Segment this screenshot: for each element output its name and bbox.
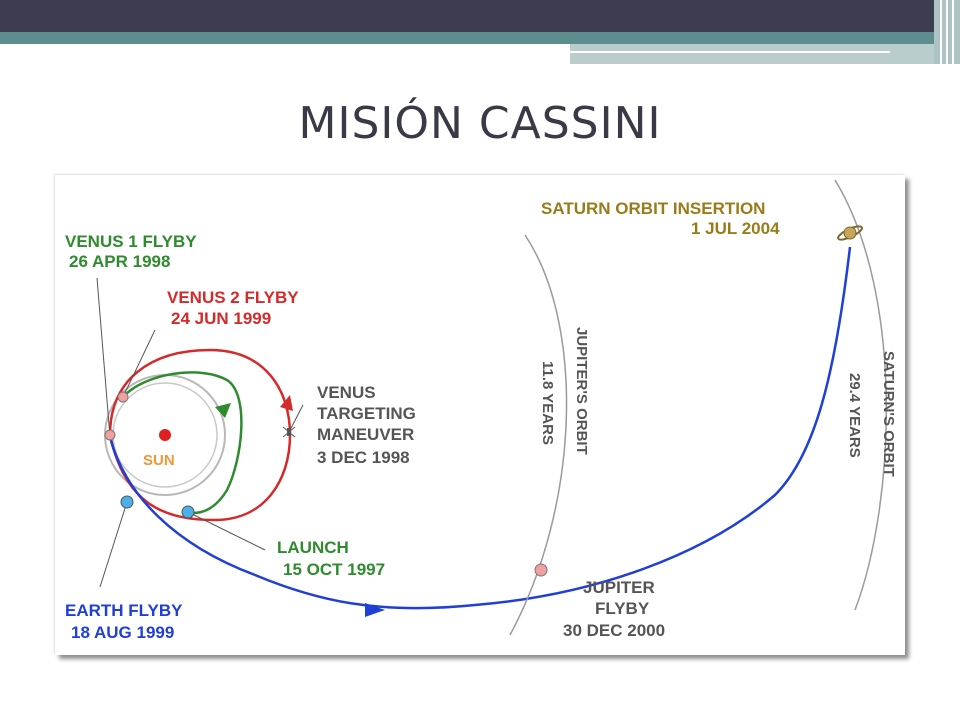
launch-earth-marker	[181, 505, 195, 519]
jupiter-orbit-arc	[509, 234, 568, 636]
venus2-flyby-marker	[104, 429, 116, 441]
sun-label: SUN	[143, 452, 175, 469]
saturn-title: SATURN ORBIT INSERTION	[541, 199, 765, 218]
earth-leader	[99, 501, 128, 588]
launch-leader	[187, 511, 266, 551]
trajectory-arrow	[365, 603, 385, 617]
venus1-title: VENUS 1 FLYBY	[65, 232, 197, 251]
vtm-line3: MANEUVER	[317, 425, 414, 444]
vtm-leader	[289, 404, 304, 431]
launch-title: LAUNCH	[277, 538, 349, 557]
spacecraft-icon	[282, 426, 296, 438]
saturn-date: 1 JUL 2004	[691, 219, 780, 238]
vtm-line2: TARGETING	[317, 404, 416, 423]
earth-flyby-marker	[120, 495, 134, 509]
earth-date: 18 AUG 1999	[71, 623, 174, 642]
vtm-date: 3 DEC 1998	[317, 448, 410, 467]
saturn-icon	[837, 225, 863, 241]
venus1-arrow	[215, 403, 231, 418]
earth-to-saturn-trajectory	[108, 246, 852, 610]
vtm-line1: VENUS	[317, 383, 376, 402]
jupiter-flyby: FLYBY	[595, 599, 650, 618]
saturn-years-label: 29.4 YEARS	[846, 373, 863, 458]
earth-title: EARTH FLYBY	[65, 601, 183, 620]
venus2-title: VENUS 2 FLYBY	[167, 288, 299, 307]
launch-date: 15 OCT 1997	[283, 560, 385, 579]
header-accent-line	[570, 51, 890, 53]
header-accent-band	[0, 32, 960, 44]
slide-title: MISIÓN CASSINI	[298, 98, 662, 149]
venus1-flyby-marker	[117, 391, 129, 403]
venus2-arrow	[280, 395, 293, 411]
trajectory-svg: SUN VENUS 1 FLYBY 26 APR 1998 VENUS 2 FL…	[65, 179, 897, 642]
header-accent-strip	[570, 44, 960, 64]
jupiter-years-label: 11.8 YEARS	[539, 361, 556, 445]
venus1-trajectory	[122, 371, 243, 514]
venus1-leader	[96, 277, 111, 438]
venus1-date: 26 APR 1998	[69, 252, 170, 271]
jupiter-date: 30 DEC 2000	[563, 621, 665, 640]
jupiter-marker	[534, 563, 548, 577]
jupiter-title: JUPITER	[583, 578, 655, 597]
jupiter-orbit-label: JUPITER'S ORBIT	[573, 327, 590, 455]
venus2-date: 24 JUN 1999	[171, 309, 271, 328]
sun-icon	[159, 429, 171, 441]
header-corner-decoration	[934, 0, 960, 64]
cassini-trajectory-diagram: SUN VENUS 1 FLYBY 26 APR 1998 VENUS 2 FL…	[55, 175, 905, 655]
venus2-leader	[122, 329, 156, 398]
saturn-orbit-label: SATURN'S ORBIT	[880, 351, 897, 477]
header-bar	[0, 0, 960, 32]
